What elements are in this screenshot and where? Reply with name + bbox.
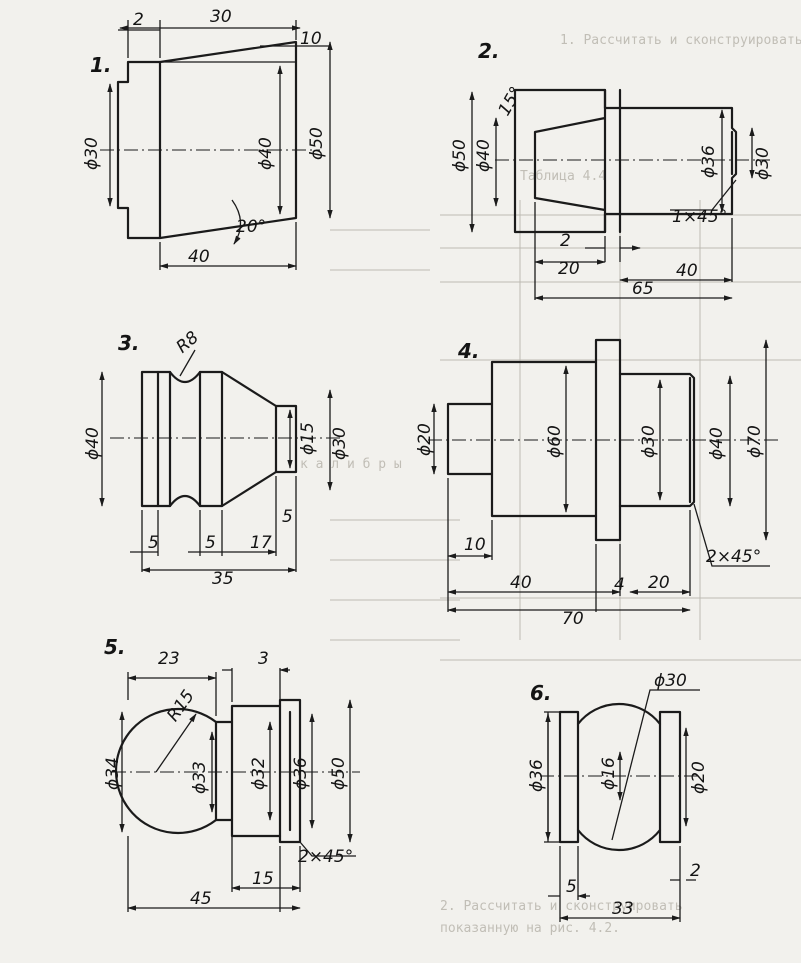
- d6-dia-20: ϕ20: [689, 761, 709, 794]
- drawing-1: 1. 2 30 10 ϕ30 ϕ40 ϕ50 20° 40: [82, 7, 333, 270]
- d4-dim-4: 4: [614, 575, 625, 595]
- d5-dim-3: 3: [258, 649, 269, 669]
- d2-dim-40: 40: [676, 261, 698, 281]
- d6-dim-33: 33: [612, 899, 634, 919]
- d2-dim-2: 2: [560, 231, 571, 251]
- d4-dia-40: ϕ40: [707, 427, 727, 460]
- d2-dia-40: ϕ40: [474, 139, 494, 172]
- drawing-5-number: 5.: [104, 635, 126, 659]
- d5-dia-33: ϕ33: [190, 761, 210, 794]
- d5-dia-50: ϕ50: [329, 757, 349, 790]
- d2-dia-30: ϕ30: [753, 147, 773, 180]
- ghost-word: к а л и б р ы: [300, 457, 402, 472]
- d2-dia-36: ϕ36: [699, 145, 719, 178]
- d5-dim-23: 23: [158, 649, 180, 669]
- drawing-2: 2. ϕ50 ϕ40 15° ϕ36 ϕ30 1×45° 2 20 40 65: [450, 39, 773, 301]
- d4-dim-70: 70: [562, 609, 584, 629]
- ghost-table-title: Таблица 4.4: [520, 169, 606, 184]
- d3-dim-5b: 5: [205, 533, 216, 553]
- d2-dim-65: 65: [632, 279, 654, 299]
- drawing-4-number: 4.: [457, 339, 480, 363]
- d5-chamfer: 2×45°: [298, 847, 353, 867]
- d3-dim-5c: 5: [282, 507, 293, 527]
- d1-top-b: 30: [210, 7, 232, 27]
- drawing-2-number: 2.: [478, 39, 500, 63]
- drawing-6-number: 6.: [530, 681, 552, 705]
- d4-dia-20: ϕ20: [415, 423, 435, 456]
- d5-dia-34: ϕ34: [103, 757, 123, 790]
- d4-dia-60: ϕ60: [545, 425, 565, 458]
- background-ghost-text: 1. Рассчитать и сконструировать Таблица …: [300, 33, 801, 936]
- drawing-1-number: 1.: [90, 53, 112, 77]
- d6-dia-36: ϕ36: [527, 759, 547, 792]
- d5-dim-15: 15: [252, 869, 274, 889]
- d3-radius: R8: [173, 327, 203, 357]
- d1-length: 40: [188, 247, 210, 267]
- d3-dia-30: ϕ30: [330, 427, 350, 460]
- d5-radius: R15: [163, 686, 199, 725]
- d1-dia-40: ϕ40: [256, 137, 276, 170]
- d5-dia-32: ϕ32: [249, 757, 269, 790]
- drawing-3: 3. R8 ϕ40 ϕ15 ϕ30 5 5 5 17 35: [83, 327, 350, 589]
- drawing-4: 4. ϕ20 ϕ60 ϕ30 ϕ40 ϕ70 10 40 4 20 2×45° …: [415, 338, 780, 629]
- d5-dim-45: 45: [190, 889, 212, 909]
- d1-top-a: 2: [133, 10, 144, 30]
- d5-dia-36: ϕ36: [291, 757, 311, 790]
- d4-dim-40: 40: [510, 573, 532, 593]
- d6-dim-2: 2: [690, 861, 701, 881]
- d2-dia-50: ϕ50: [450, 139, 470, 172]
- d2-chamfer: 1×45°: [672, 207, 727, 227]
- d6-dia-16: ϕ16: [599, 757, 619, 790]
- ghost-bottom-line-1: 2. Рассчитать и сконструировать: [440, 899, 683, 914]
- d3-dim-35: 35: [212, 569, 234, 589]
- ghost-task-line: 1. Рассчитать и сконструировать: [560, 33, 801, 48]
- d2-angle: 15°: [494, 83, 526, 119]
- d6-dim-5: 5: [566, 877, 577, 897]
- d4-chamfer: 2×45°: [706, 547, 761, 567]
- d3-dia-40: ϕ40: [83, 427, 103, 460]
- ghost-bottom-line-2: показанную на рис. 4.2.: [440, 921, 620, 936]
- d4-dim-20: 20: [648, 573, 670, 593]
- d2-dim-20: 20: [558, 259, 580, 279]
- d1-dia-30: ϕ30: [82, 137, 102, 170]
- d4-dim-10: 10: [464, 535, 486, 555]
- d3-dia-15: ϕ15: [298, 422, 318, 455]
- d4-dia-70: ϕ70: [745, 425, 765, 458]
- d1-dia-50: ϕ50: [307, 127, 327, 160]
- d1-top-c: 10: [300, 29, 322, 49]
- d4-dia-30: ϕ30: [639, 425, 659, 458]
- d3-dim-17: 17: [250, 533, 272, 553]
- d6-dia-30: ϕ30: [654, 671, 687, 691]
- drawing-5: 5. 23 3 R15 ϕ34 ϕ33 ϕ32 ϕ36 ϕ50 2×45° 15…: [103, 635, 360, 912]
- drawing-3-number: 3.: [118, 331, 140, 355]
- d1-angle: 20°: [236, 217, 266, 237]
- drawing-6: 6. ϕ36 ϕ30 ϕ16 ϕ20 5 2 33: [527, 671, 709, 922]
- d3-dim-5a: 5: [148, 533, 159, 553]
